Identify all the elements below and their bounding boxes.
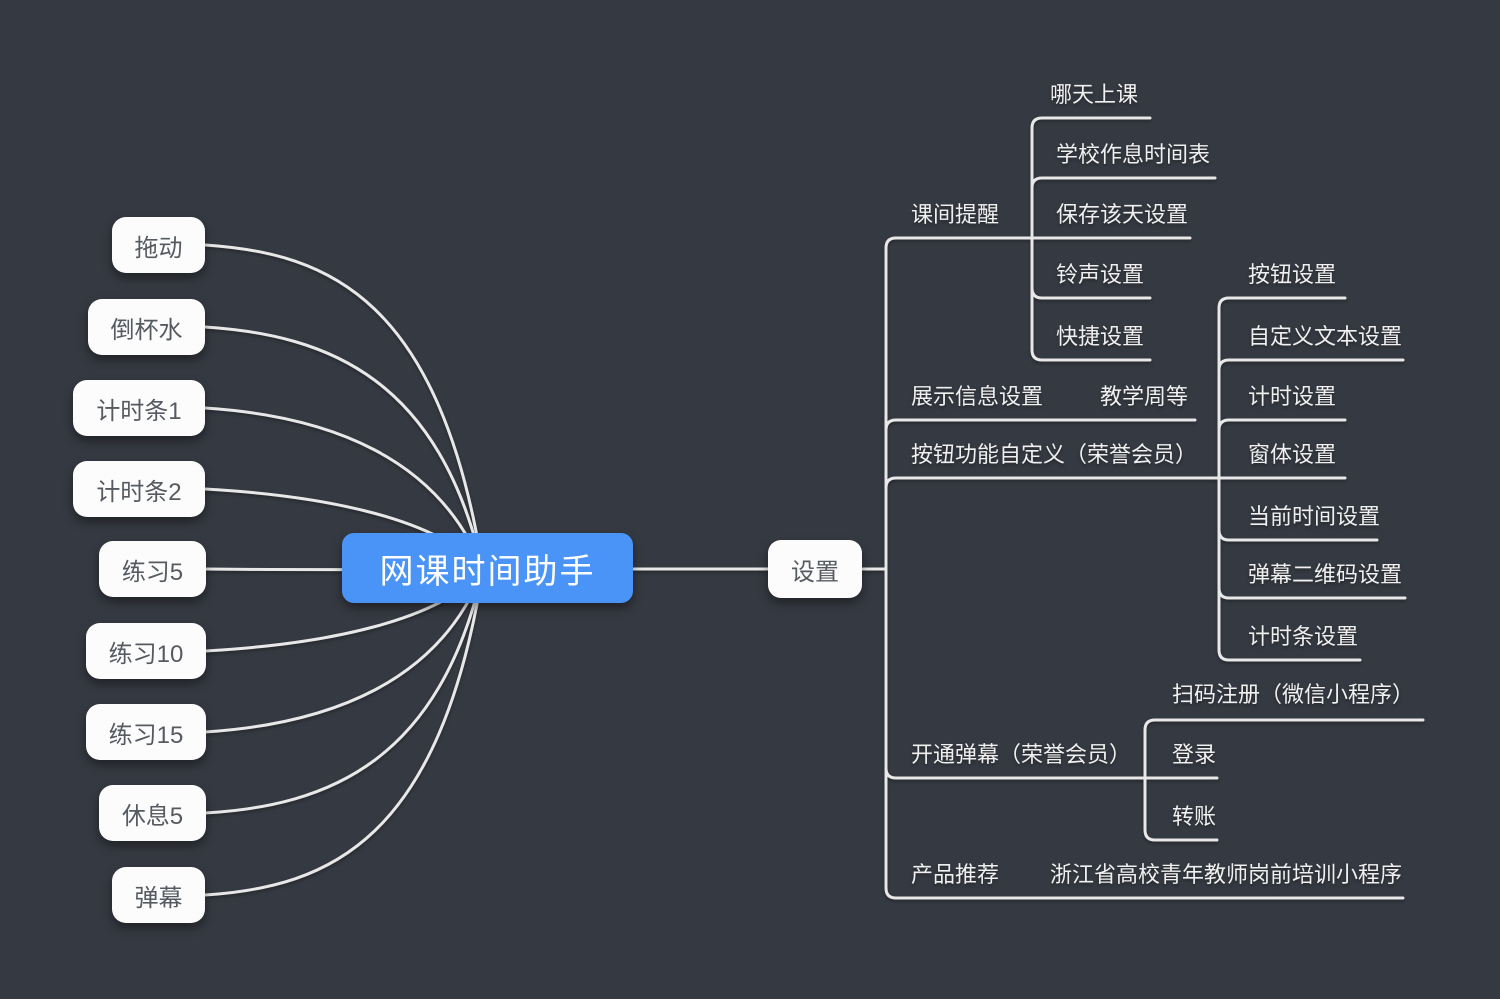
topic-label: 计时条1 [96,397,182,425]
edge-root-practice-15 [203,568,485,734]
branch-button-customize[interactable]: 按钮功能自定义（荣誉会员） [911,442,1198,467]
edge-timing-settings [1217,418,1347,480]
edge-button-customize [884,476,1347,571]
leaf-ringtone-settings[interactable]: 铃声设置 [1056,262,1145,287]
topic-label: 练习10 [108,640,184,668]
topic-rest-5[interactable]: 休息5 [99,785,206,841]
branch-enable-danmaku[interactable]: 开通弹幕（荣誉会员） [911,742,1132,767]
branch-product-recommend[interactable]: 产品推荐 [911,862,1000,887]
topic-label: 练习15 [108,721,184,749]
leaf-save-day-settings[interactable]: 保存该天设置 [1056,202,1189,227]
edge-root-pour-water [203,325,485,572]
leaf-scan-register[interactable]: 扫码注册（微信小程序） [1172,682,1415,707]
topic-label: 设置 [791,558,839,586]
edge-which-day-class [1030,116,1152,240]
edge-root-rest-5 [203,568,485,815]
topic-practice-5[interactable]: 练习5 [99,541,206,597]
edge-scan-register [1143,718,1425,780]
edge-quick-settings [1030,236,1152,362]
leaf-zhejiang-training-miniprogram[interactable]: 浙江省高校青年教师岗前培训小程序 [1050,862,1403,887]
root-topic[interactable]: 网课时间助手 [342,533,633,603]
topic-label: 休息5 [121,802,184,830]
topic-practice-10[interactable]: 练习10 [86,623,206,679]
leaf-login[interactable]: 登录 [1172,742,1217,767]
topic-danmaku[interactable]: 弹幕 [112,867,205,923]
leaf-quick-settings[interactable]: 快捷设置 [1056,324,1145,349]
topic-settings[interactable]: 设置 [768,540,862,598]
topic-label: 计时条2 [96,478,182,506]
topic-label: 拖动 [134,234,183,262]
root-topic-label: 网课时间助手 [379,552,596,591]
branch-class-break-reminder[interactable]: 课间提醒 [911,202,1000,227]
topic-timer-bar-1[interactable]: 计时条1 [73,380,205,436]
branch-display-info-settings[interactable]: 展示信息设置 [911,384,1044,409]
leaf-transfer[interactable]: 转账 [1172,804,1217,829]
edge-class-break-reminder [884,236,1192,571]
leaf-danmaku-qrcode-settings[interactable]: 弹幕二维码设置 [1248,562,1403,587]
topic-drag[interactable]: 拖动 [112,217,205,273]
leaf-current-time-settings[interactable]: 当前时间设置 [1248,504,1381,529]
leaf-custom-text-settings[interactable]: 自定义文本设置 [1248,324,1403,349]
edge-display-info-settings [884,418,1197,571]
topic-label: 倒杯水 [110,316,183,344]
leaf-school-schedule[interactable]: 学校作息时间表 [1056,142,1211,167]
topic-label: 练习5 [121,558,184,586]
edge-timer-bar-settings [1217,476,1362,662]
leaf-button-settings[interactable]: 按钮设置 [1248,262,1337,287]
topic-practice-15[interactable]: 练习15 [86,704,206,760]
edge-root-timer-bar-1 [203,406,485,572]
edge-school-schedule [1030,176,1217,240]
edge-product-recommend [884,567,1405,900]
edge-custom-text-settings [1217,358,1405,480]
topic-label: 弹幕 [134,884,183,912]
topic-timer-bar-2[interactable]: 计时条2 [73,461,205,517]
leaf-window-settings[interactable]: 窗体设置 [1248,442,1337,467]
leaf-which-day-class[interactable]: 哪天上课 [1050,82,1139,107]
topic-pour-water[interactable]: 倒杯水 [88,299,205,355]
leaf-timing-settings[interactable]: 计时设置 [1248,384,1337,409]
edge-button-settings [1217,296,1347,480]
leaf-timer-bar-settings[interactable]: 计时条设置 [1248,624,1359,649]
edge-root-danmaku [203,568,485,897]
leaf-teaching-week[interactable]: 教学周等 [1100,384,1189,409]
edge-transfer [1143,776,1219,842]
edge-root-drag [203,243,485,572]
